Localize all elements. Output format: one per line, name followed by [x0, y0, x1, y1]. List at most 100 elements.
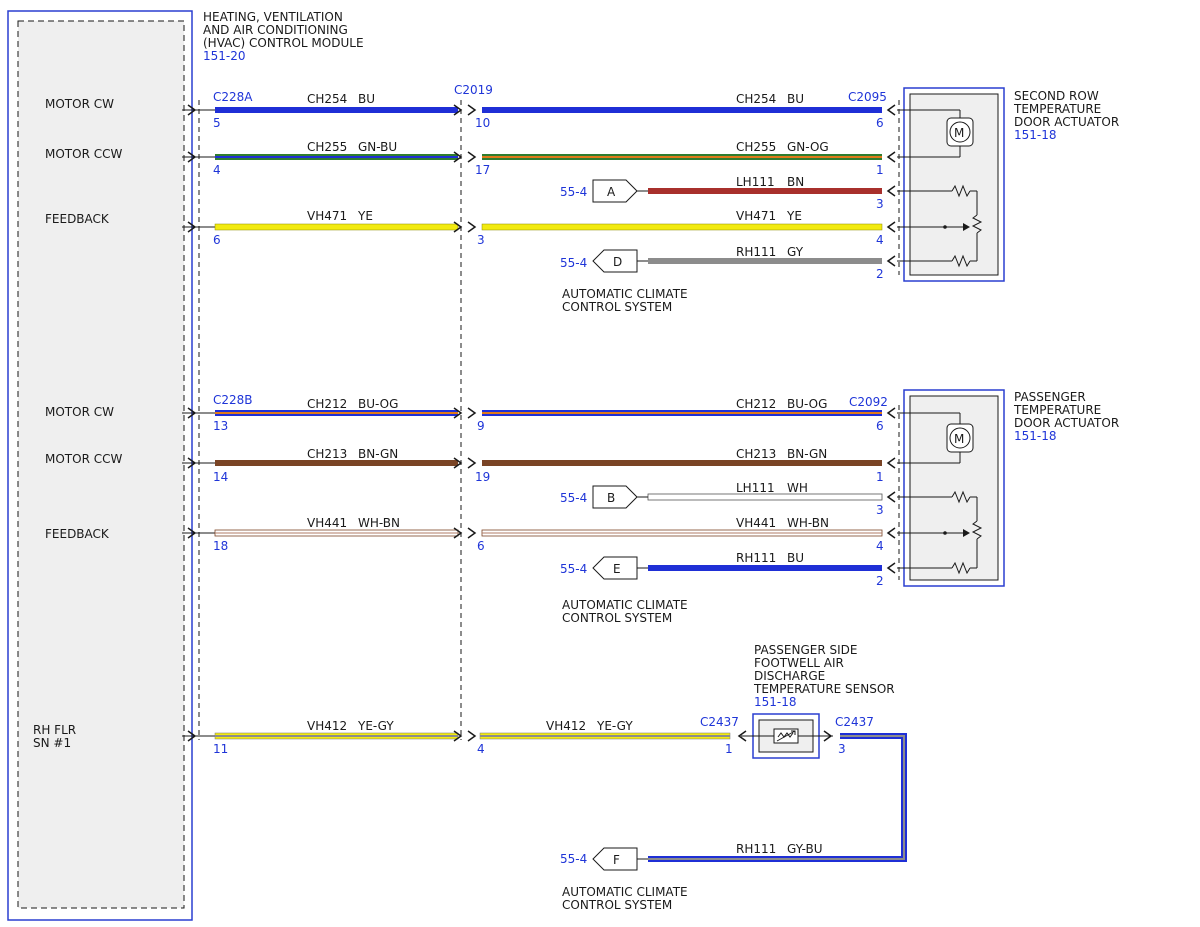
- hvac-module-inner: [17, 20, 185, 909]
- circuit-vh471-left: VH471: [307, 209, 347, 223]
- wire-ch213-left-color: [215, 460, 458, 466]
- pin-right-4a: 4: [876, 233, 884, 247]
- ref-f[interactable]: 55-4 F: [560, 847, 638, 871]
- passenger-actuator: M: [897, 389, 1005, 587]
- color-lh111-bn: BN: [787, 175, 804, 189]
- pin-left-6: 6: [213, 233, 221, 247]
- pin-right-1a: 1: [876, 163, 884, 177]
- system-note-3a: AUTOMATIC CLIMATE: [562, 885, 688, 899]
- second-row-title-1: SECOND ROW: [1014, 89, 1099, 103]
- pin-right-6a: 6: [876, 116, 884, 130]
- circuit-lh111-bn: LH111: [736, 175, 775, 189]
- color-vh412-right: YE-GY: [596, 719, 633, 733]
- color-ch212-right: BU-OG: [787, 397, 827, 411]
- color-vh441-left: WH-BN: [358, 516, 400, 530]
- second-row-title-3: DOOR ACTUATOR: [1014, 115, 1119, 129]
- pin-mid-6: 6: [477, 539, 485, 553]
- circuit-vh441-left: VH441: [307, 516, 347, 530]
- circuit-ch255-right: CH255: [736, 140, 776, 154]
- passenger-title-2: TEMPERATURE: [1013, 403, 1101, 417]
- wire-ch212-left-stripe: [215, 412, 458, 414]
- pin-mid-3: 3: [477, 233, 485, 247]
- pin-left-5: 5: [213, 116, 221, 130]
- ref-b-letter: B: [607, 491, 615, 505]
- wire-ch213-right-color: [482, 460, 882, 466]
- circuit-ch254-left: CH254: [307, 92, 347, 106]
- second-row-ref: 151-18: [1014, 128, 1057, 142]
- connector-c2095: C2095: [848, 90, 887, 104]
- wire-ch255-right-stripe: [482, 156, 882, 158]
- pin-label-motor-cw-2: MOTOR CW: [45, 405, 114, 419]
- color-ch254-right: BU: [787, 92, 804, 106]
- wire-vh471-right-color: [481, 223, 883, 231]
- ref-f-page: 55-4: [560, 852, 587, 866]
- pin-label-motor-cw-1: MOTOR CW: [45, 97, 114, 111]
- color-rh111-gy: GY: [787, 245, 804, 259]
- system-note-1b: CONTROL SYSTEM: [562, 300, 672, 314]
- sensor-title-1: PASSENGER SIDE: [754, 643, 857, 657]
- color-ch254-left: BU: [358, 92, 375, 106]
- pin-right-3a: 3: [876, 197, 884, 211]
- module-title-1: HEATING, VENTILATION: [203, 10, 343, 24]
- wire-ch254-right-color: [482, 107, 882, 113]
- circuit-ch213-left: CH213: [307, 447, 347, 461]
- connector-c228a: C228A: [213, 90, 253, 104]
- ref-b-page: 55-4: [560, 491, 587, 505]
- second-row-title-2: TEMPERATURE: [1013, 102, 1101, 116]
- motor-icon-1: M: [954, 126, 964, 140]
- circuit-ch212-left: CH212: [307, 397, 347, 411]
- pin-left-4: 4: [213, 163, 221, 177]
- color-ch212-left: BU-OG: [358, 397, 398, 411]
- color-rh111-bu: BU: [787, 551, 804, 565]
- circuit-vh412-right: VH412: [546, 719, 586, 733]
- pin-label-sn: SN #1: [33, 736, 71, 750]
- color-rh111-gybu: GY-BU: [787, 842, 823, 856]
- circuit-rh111-gybu: RH111: [736, 842, 776, 856]
- pin-label-rh-flr: RH FLR: [33, 723, 76, 737]
- connector-c2437-left: C2437: [700, 715, 739, 729]
- ref-a[interactable]: 55-4 A: [560, 179, 638, 203]
- circuit-ch255-left: CH255: [307, 140, 347, 154]
- system-note-2a: AUTOMATIC CLIMATE: [562, 598, 688, 612]
- ref-a-page: 55-4: [560, 185, 587, 199]
- pin-label-motor-ccw-1: MOTOR CCW: [45, 147, 122, 161]
- pin-mid-10: 10: [475, 116, 490, 130]
- connector-c2437-right: C2437: [835, 715, 874, 729]
- wire-ch212-right-stripe: [482, 412, 882, 414]
- ref-b-shape: [592, 485, 638, 509]
- color-ch255-left: GN-BU: [358, 140, 397, 154]
- ref-b[interactable]: 55-4 B: [560, 485, 638, 509]
- sensor-title-2: FOOTWELL AIR: [754, 656, 844, 670]
- sensor-title-3: DISCHARGE: [754, 669, 825, 683]
- system-note-2b: CONTROL SYSTEM: [562, 611, 672, 625]
- pin-sensor-1: 1: [725, 742, 733, 756]
- circuit-rh111-bu: RH111: [736, 551, 776, 565]
- ref-d-page: 55-4: [560, 256, 587, 270]
- pin-left-18: 18: [213, 539, 228, 553]
- color-lh111-wh: WH: [787, 481, 808, 495]
- pin-left-11: 11: [213, 742, 228, 756]
- wire-lh111-bn-color: [648, 188, 882, 194]
- pin-right-2b: 2: [876, 574, 884, 588]
- wire-rh111-bu-color: [648, 565, 882, 571]
- temperature-sensor: [741, 713, 833, 759]
- pin-mid-9: 9: [477, 419, 485, 433]
- ref-a-shape: [592, 179, 638, 203]
- circuit-ch213-right: CH213: [736, 447, 776, 461]
- circuit-ch212-right: CH212: [736, 397, 776, 411]
- pin-mid-19: 19: [475, 470, 490, 484]
- connector-c2092: C2092: [849, 395, 888, 409]
- passenger-title-1: PASSENGER: [1014, 390, 1086, 404]
- color-ch213-left: BN-GN: [358, 447, 398, 461]
- pin-right-3b: 3: [876, 503, 884, 517]
- ref-e[interactable]: 55-4 E: [560, 556, 638, 580]
- ref-f-letter: F: [613, 853, 620, 867]
- ref-d[interactable]: 55-4 D: [560, 249, 638, 273]
- color-ch213-right: BN-GN: [787, 447, 827, 461]
- circuit-rh111-gy: RH111: [736, 245, 776, 259]
- pin-right-4b: 4: [876, 539, 884, 553]
- passenger-title-3: DOOR ACTUATOR: [1014, 416, 1119, 430]
- module-ref: 151-20: [203, 49, 246, 63]
- wire-vh412-left-stripe: [215, 735, 458, 737]
- wire-ch255-left-stripe: [215, 156, 458, 158]
